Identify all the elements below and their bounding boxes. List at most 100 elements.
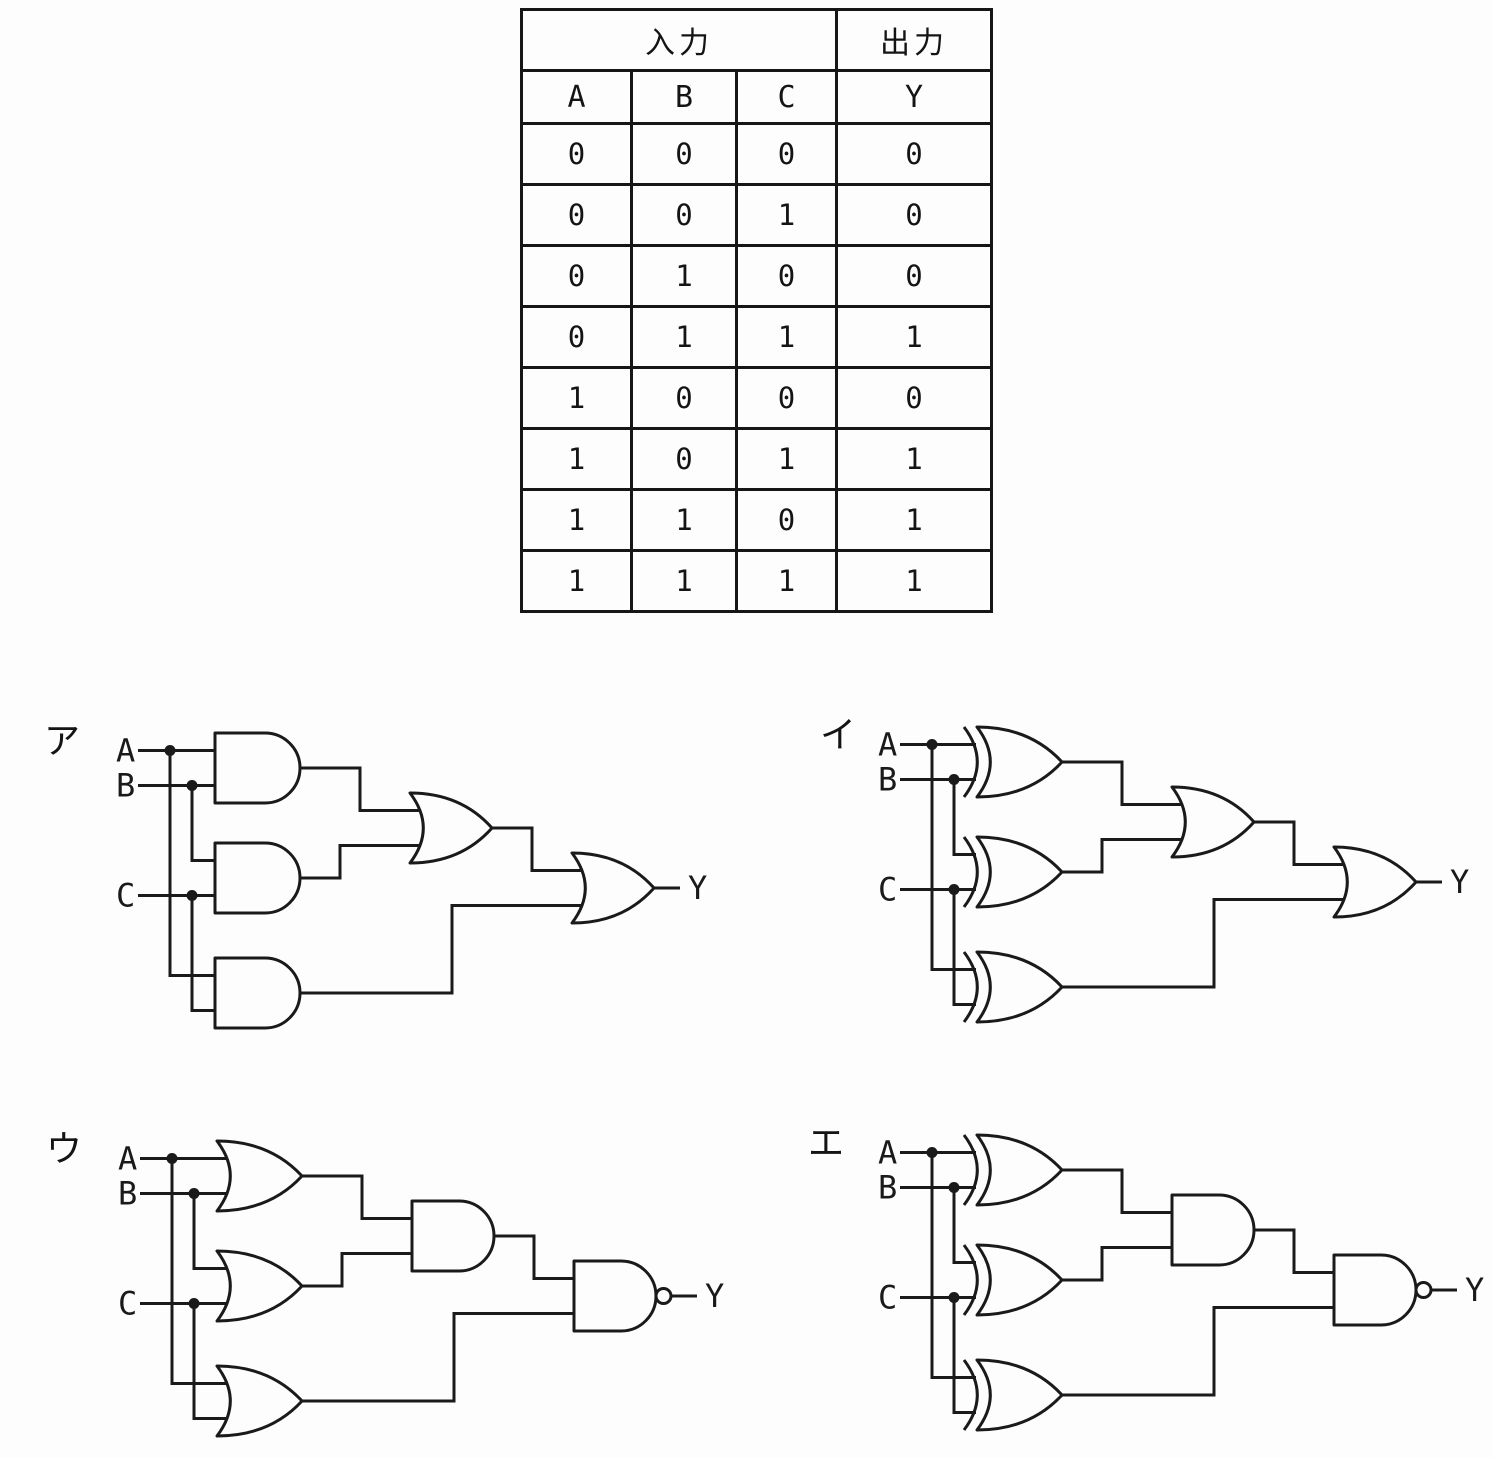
output-label-y: Y xyxy=(688,869,707,907)
input-label-b: B xyxy=(878,1169,897,1207)
column-header: Y xyxy=(835,69,993,125)
nand-gate xyxy=(572,1259,673,1333)
truth-cell: 1 xyxy=(835,549,993,613)
junction-dot xyxy=(948,1292,960,1303)
truth-cell: 1 xyxy=(735,427,838,491)
truth-cell: 0 xyxy=(520,244,633,308)
option-label-a: ア xyxy=(44,720,81,761)
or-gate xyxy=(408,791,494,865)
wire xyxy=(298,904,590,995)
truth-cell: 0 xyxy=(630,427,738,491)
circuit-diagram-i: AB C Y xyxy=(878,725,1469,1024)
wire xyxy=(298,844,428,880)
wire xyxy=(1060,1306,1352,1397)
wire xyxy=(1060,760,1190,806)
junction-dot xyxy=(186,890,198,901)
or-gate xyxy=(1170,785,1256,859)
output-label-y: Y xyxy=(1450,863,1469,901)
wire xyxy=(192,1303,234,1420)
input-group-header: 入力 xyxy=(520,8,838,72)
junction-dot xyxy=(926,739,938,750)
wire xyxy=(192,1193,234,1270)
truth-cell: 0 xyxy=(835,244,993,308)
truth-cell: 0 xyxy=(835,122,993,186)
xor-gate xyxy=(962,950,1064,1024)
input-label-c: C xyxy=(878,1279,897,1317)
junction-dot xyxy=(188,1298,200,1309)
xor-gate xyxy=(962,1243,1064,1317)
wire xyxy=(952,1187,976,1264)
input-label-a: A xyxy=(116,732,135,770)
truth-cell: 0 xyxy=(735,122,838,186)
truth-cell: 1 xyxy=(835,427,993,491)
wire xyxy=(1060,898,1352,989)
junction-dot xyxy=(186,780,198,791)
input-label-a: A xyxy=(878,726,897,764)
output-group-header: 出力 xyxy=(835,8,993,72)
truth-cell: 1 xyxy=(630,549,738,613)
xor-gate xyxy=(962,725,1064,799)
and-gate xyxy=(213,731,302,805)
truth-cell: 0 xyxy=(835,183,993,247)
junction-dot xyxy=(948,884,960,895)
junction-dot xyxy=(948,774,960,785)
truth-cell: 1 xyxy=(735,549,838,613)
or-gate xyxy=(570,851,656,925)
option-label-u: ウ xyxy=(46,1128,83,1169)
truth-cell: 0 xyxy=(835,366,993,430)
wire xyxy=(1060,1168,1190,1214)
group-header-row: 入力 出力 xyxy=(520,8,993,72)
input-label-c: C xyxy=(118,1285,137,1323)
or-gate xyxy=(215,1139,304,1213)
truth-cell: 1 xyxy=(735,305,838,369)
input-label-b: B xyxy=(116,767,135,805)
input-label-a: A xyxy=(878,1134,897,1172)
output-label-y: Y xyxy=(705,1277,724,1315)
wire xyxy=(300,1174,430,1220)
input-label-b: B xyxy=(118,1175,137,1213)
junction-dot xyxy=(948,1182,960,1193)
truth-cell: 1 xyxy=(630,488,738,552)
junction-dot xyxy=(166,1153,178,1164)
truth-cell: 0 xyxy=(630,366,738,430)
truth-cell: 1 xyxy=(520,549,633,613)
wire xyxy=(952,889,976,1006)
input-label-b: B xyxy=(878,761,897,799)
option-label-e: エ xyxy=(808,1122,845,1163)
truth-cell: 0 xyxy=(630,122,738,186)
wire xyxy=(1060,1246,1190,1282)
nand-gate xyxy=(1332,1253,1433,1327)
wire xyxy=(952,1297,976,1414)
wire xyxy=(1060,838,1190,874)
option-label-i: イ xyxy=(820,714,857,755)
wire xyxy=(170,1158,234,1385)
truth-cell: 1 xyxy=(835,305,993,369)
wire xyxy=(300,1312,592,1403)
circuit-diagram-u: AB C Y xyxy=(118,1139,724,1438)
input-label-c: C xyxy=(878,871,897,909)
junction-dot xyxy=(188,1188,200,1199)
truth-cell: 1 xyxy=(630,305,738,369)
wire xyxy=(490,826,590,872)
or-gate xyxy=(1332,845,1418,919)
wire xyxy=(1252,820,1352,866)
truth-cell: 1 xyxy=(520,366,633,430)
truth-cell: 0 xyxy=(735,488,838,552)
wire xyxy=(930,1152,976,1379)
truth-cell: 0 xyxy=(520,305,633,369)
truth-cell: 0 xyxy=(735,244,838,308)
truth-cell: 0 xyxy=(630,183,738,247)
truth-cell: 1 xyxy=(630,244,738,308)
truth-cell: 1 xyxy=(735,183,838,247)
input-label-a: A xyxy=(118,1140,137,1178)
